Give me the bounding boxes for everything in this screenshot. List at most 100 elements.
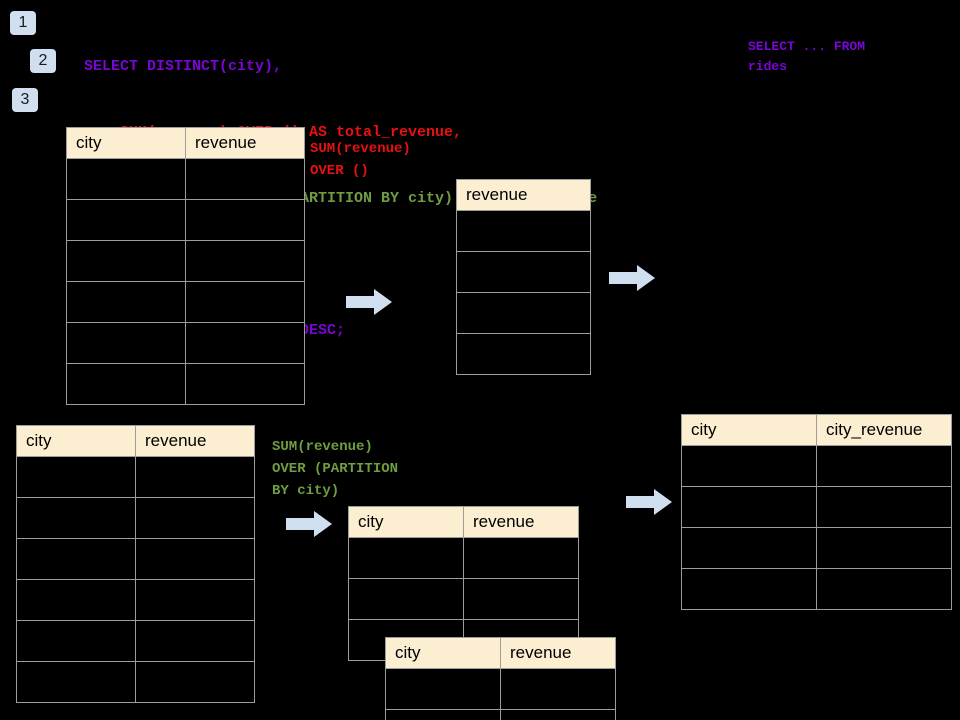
cell-revenue: [456, 251, 591, 293]
cell-city: [16, 456, 136, 498]
column-header-revenue: revenue: [135, 425, 255, 457]
table-row: [681, 568, 952, 610]
cell-revenue: [463, 578, 579, 620]
column-header-revenue: revenue: [500, 637, 616, 669]
column-header-city: city: [348, 506, 464, 538]
table-row: [16, 538, 255, 580]
table-row: [385, 668, 616, 710]
cell-city: [681, 527, 817, 569]
table-row: [66, 199, 305, 241]
step-badge-3: 3: [12, 88, 38, 112]
column-header-revenue: revenue: [463, 506, 579, 538]
table-row: [456, 292, 591, 334]
cell-revenue: [185, 322, 305, 364]
table-row: [66, 281, 305, 323]
annotation-sum-over-partition: SUM(revenue) OVER (PARTITION BY city): [272, 439, 399, 499]
arrow-source-to-partition: [286, 509, 332, 539]
table-header-row: revenue: [456, 179, 591, 211]
table-header-row: city revenue: [385, 637, 616, 669]
rides-source-table: city revenue: [66, 127, 305, 405]
table-row: [681, 486, 952, 528]
cell-revenue: [135, 579, 255, 621]
column-header-city: city: [385, 637, 501, 669]
column-header-revenue: revenue: [185, 127, 305, 159]
column-header-city: city: [66, 127, 186, 159]
sql-line-1: SELECT DISTINCT(city),: [84, 58, 283, 75]
table-row: [16, 620, 255, 662]
cell-revenue: [135, 661, 255, 703]
cell-revenue: [500, 709, 616, 720]
cell-city: [66, 240, 186, 282]
total-revenue-table: revenue: [456, 179, 591, 375]
rides-partition-source-table: city revenue: [16, 425, 255, 703]
column-header-city: city: [16, 425, 136, 457]
cell-revenue: [500, 668, 616, 710]
cell-revenue: [135, 456, 255, 498]
cell-revenue: [135, 620, 255, 662]
cell-city: [681, 568, 817, 610]
cell-city: [66, 158, 186, 200]
cell-city: [66, 322, 186, 364]
table-row: [456, 333, 591, 375]
cell-city: [66, 281, 186, 323]
cell-city: [385, 709, 501, 720]
cell-city: [16, 620, 136, 662]
cell-city-revenue: [816, 445, 952, 487]
table-row: [66, 158, 305, 200]
step-badge-1: 1: [10, 11, 36, 35]
table-row: [348, 537, 579, 579]
cell-city-revenue: [816, 568, 952, 610]
cell-revenue: [185, 199, 305, 241]
cell-city: [16, 538, 136, 580]
cell-city: [66, 363, 186, 405]
cell-city: [681, 445, 817, 487]
cell-revenue: [185, 240, 305, 282]
cell-revenue: [135, 538, 255, 580]
cell-revenue: [135, 497, 255, 539]
cell-city: [681, 486, 817, 528]
table-row: [456, 251, 591, 293]
table-row: [16, 661, 255, 703]
table-row: [681, 527, 952, 569]
annotation-sum-over-empty: SUM(revenue) OVER (): [310, 141, 411, 179]
annotation-select-from-rides: SELECT ... FROM rides: [748, 39, 866, 74]
cell-city: [16, 497, 136, 539]
column-header-city-revenue: city_revenue: [816, 414, 952, 446]
table-row: [681, 445, 952, 487]
cell-revenue: [456, 292, 591, 334]
cell-revenue: [456, 333, 591, 375]
cell-city-revenue: [816, 527, 952, 569]
table-header-row: city city_revenue: [681, 414, 952, 446]
table-row: [16, 497, 255, 539]
table-row: [456, 210, 591, 252]
table-header-row: city revenue: [66, 127, 305, 159]
table-row: [66, 240, 305, 282]
partition-group-table-a: city revenue: [348, 506, 579, 661]
cell-city: [348, 578, 464, 620]
table-row: [66, 322, 305, 364]
column-header-city: city: [681, 414, 817, 446]
cell-revenue: [463, 537, 579, 579]
table-row: [66, 363, 305, 405]
cell-city-revenue: [816, 486, 952, 528]
cell-city: [348, 537, 464, 579]
table-header-row: city revenue: [348, 506, 579, 538]
table-row: [348, 578, 579, 620]
table-row: [385, 709, 616, 720]
table-header-row: city revenue: [16, 425, 255, 457]
cell-revenue: [185, 363, 305, 405]
cell-revenue: [456, 210, 591, 252]
arrow-source-to-total: [346, 287, 392, 317]
arrow-total-to-result: [609, 263, 655, 293]
cell-city: [385, 668, 501, 710]
partition-group-table-b: city revenue: [385, 637, 616, 720]
city-revenue-result-table: city city_revenue: [681, 414, 952, 610]
cell-revenue: [185, 281, 305, 323]
table-row: [16, 579, 255, 621]
column-header-revenue: revenue: [456, 179, 591, 211]
cell-city: [16, 661, 136, 703]
arrow-partition-to-result: [626, 487, 672, 517]
step-badge-2: 2: [30, 49, 56, 73]
cell-city: [16, 579, 136, 621]
